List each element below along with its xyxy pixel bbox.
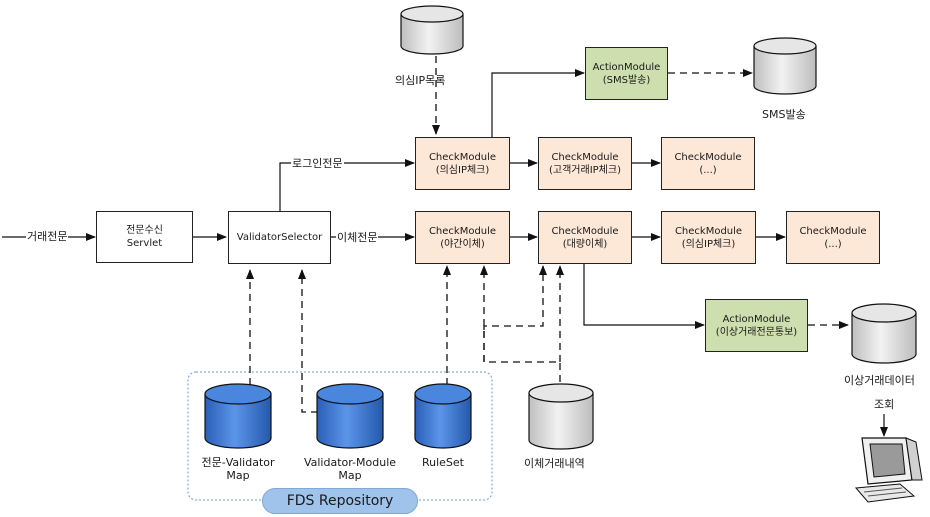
repo-db2-line2: Map	[338, 469, 362, 482]
repo-db1-label: 전문-Validator Map	[194, 456, 282, 482]
check-module-subtitle: (...)	[824, 238, 842, 250]
repo-db1-line1: 전문-Validator	[201, 456, 275, 469]
action-module-title: ActionModule	[592, 61, 661, 73]
repo-db2-line1: Validator-Module	[303, 456, 397, 469]
query-label: 조회	[874, 398, 895, 411]
database-icon	[204, 383, 272, 449]
check-module-subtitle: (의심IP체크)	[681, 238, 736, 250]
repository-title: FDS Repository	[262, 488, 418, 514]
check-module-title: CheckModule	[551, 151, 619, 163]
action-module-subtitle: (SMS발송)	[602, 74, 651, 86]
arrow-selector-login	[279, 159, 415, 211]
transfer-route-label: 이체전문	[336, 231, 379, 244]
check-module-title: CheckModule	[674, 225, 743, 237]
servlet-line1: 전문수신	[126, 225, 163, 236]
arrow-login-to-sms-action	[491, 69, 585, 137]
dash-ruleset-to-bulk	[483, 265, 547, 330]
dash-map2-to-selector	[298, 269, 318, 413]
anomaly-db-label: 이상거래데이터	[844, 374, 915, 387]
database-icon	[400, 5, 464, 55]
check-module-subtitle: (야간이체)	[440, 238, 485, 250]
check-module-title: CheckModule	[428, 151, 497, 163]
selector-label: ValidatorSelector	[236, 232, 323, 243]
action-module-subtitle: (이상거래전문통보)	[715, 326, 798, 338]
repo-db1-line2: Map	[226, 469, 250, 482]
repo-db2-label: Validator-Module Map	[298, 456, 402, 482]
dash-history-to-night	[480, 265, 561, 382]
computer-terminal-icon	[854, 437, 923, 503]
check-module-transfer-suspect-ip: CheckModule (의심IP체크)	[661, 211, 756, 264]
database-icon	[414, 383, 472, 449]
check-module-title: CheckModule	[551, 225, 619, 237]
servlet-line2: Servlet	[126, 238, 163, 249]
input-message-label: 거래전문	[26, 230, 69, 243]
action-module-sms: ActionModule (SMS발송)	[585, 47, 668, 100]
action-module-notify: ActionModule (이상거래전문통보)	[705, 299, 808, 352]
check-module-suspect-ip: CheckModule (의심IP체크)	[415, 137, 510, 190]
sms-db-label: SMS발송	[762, 108, 806, 121]
check-module-title: CheckModule	[799, 225, 867, 237]
validator-selector-box: ValidatorSelector	[228, 211, 331, 264]
login-route-label: 로그인전문	[291, 157, 344, 170]
database-icon	[528, 383, 594, 450]
database-icon	[753, 37, 817, 95]
check-module-title: CheckModule	[428, 225, 497, 237]
check-module-transfer-more: CheckModule (...)	[786, 211, 880, 264]
check-module-subtitle: (대량이체)	[562, 238, 608, 250]
check-module-night-transfer: CheckModule (야간이체)	[415, 211, 510, 264]
action-module-title: ActionModule	[722, 313, 791, 325]
transfer-history-db-label: 이체거래내역	[524, 457, 585, 470]
check-module-title: CheckModule	[674, 151, 742, 163]
check-module-subtitle: (고객거래IP체크)	[549, 164, 621, 176]
suspect-ip-db-label: 의심IP목록	[395, 74, 446, 87]
arrow-to-notify-action	[583, 262, 705, 329]
check-module-bulk-transfer: CheckModule (대량이체)	[538, 211, 632, 264]
database-icon	[316, 383, 384, 449]
check-module-subtitle: (의심IP체크)	[435, 164, 490, 176]
check-module-login-more: CheckModule (...)	[661, 137, 755, 190]
receiver-servlet-box: 전문수신 Servlet	[96, 211, 193, 263]
repo-db3-label: RuleSet	[421, 456, 464, 469]
database-icon	[851, 303, 917, 364]
check-module-subtitle: (...)	[699, 164, 717, 176]
check-module-customer-ip: CheckModule (고객거래IP체크)	[538, 137, 632, 190]
